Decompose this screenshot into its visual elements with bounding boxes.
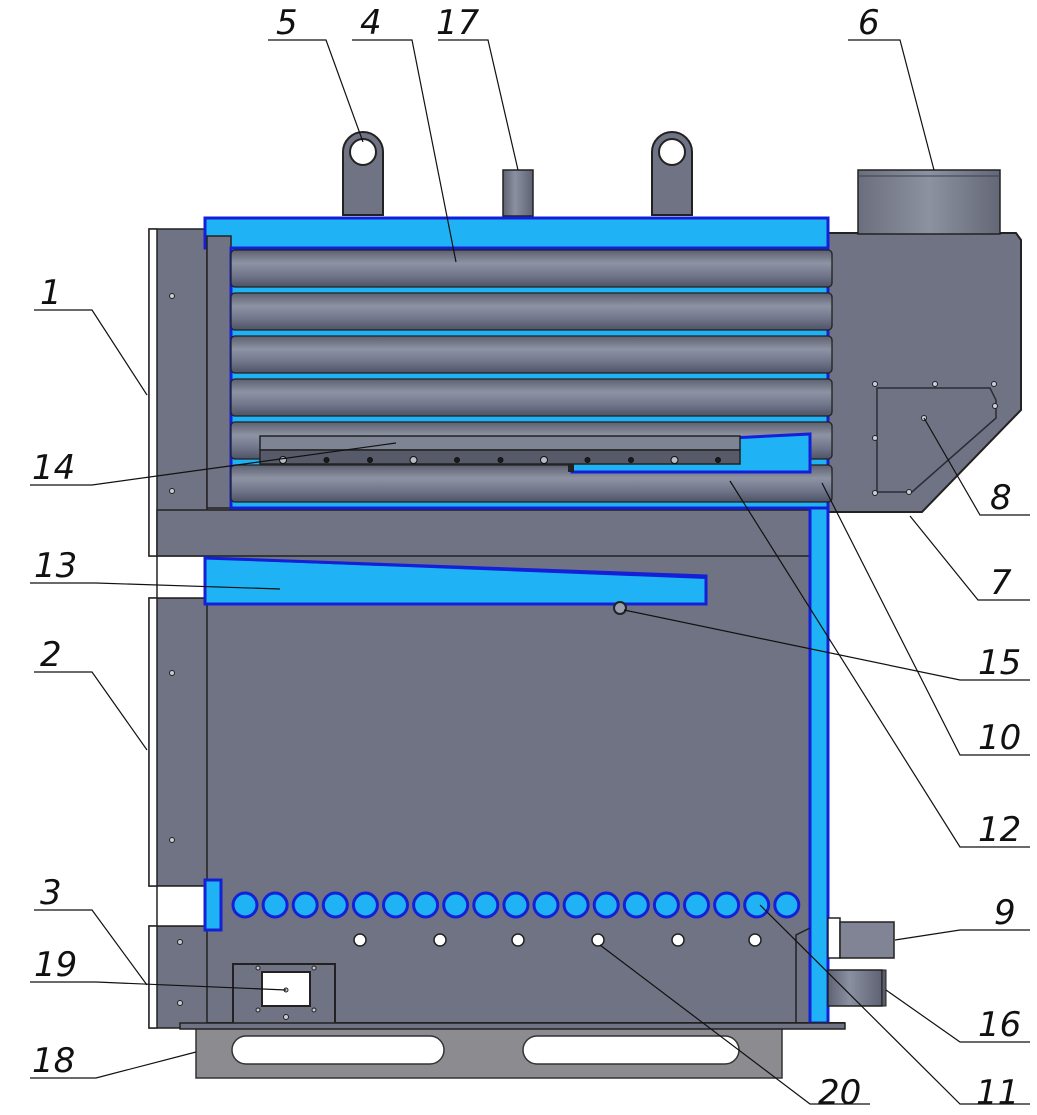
callout-2: 2	[40, 635, 62, 675]
water-tube	[502, 891, 530, 919]
grate-hole	[670, 456, 679, 464]
callout-18: 18	[32, 1041, 75, 1081]
water-tube	[442, 891, 470, 919]
water-tube	[412, 891, 440, 919]
lower-water-tube-row	[231, 891, 801, 919]
callout-13: 13	[34, 546, 77, 586]
grate-hole	[454, 457, 460, 463]
air-hole	[433, 933, 447, 947]
water-tube	[562, 891, 590, 919]
grate-hole	[367, 457, 373, 463]
fire-tube	[230, 335, 833, 374]
callout-9: 9	[994, 893, 1016, 933]
callout-5: 5	[276, 3, 298, 43]
grate-hole	[279, 456, 287, 464]
grate-bar	[259, 435, 741, 465]
water-tube	[382, 891, 409, 919]
grate-hole	[497, 457, 504, 463]
fire-tube-bank	[230, 249, 833, 503]
water-tube	[291, 891, 319, 919]
fire-tube	[230, 292, 833, 331]
water-tube	[652, 891, 680, 919]
callout-4: 4	[360, 3, 382, 43]
water-tube	[532, 891, 560, 919]
callout-11: 11	[976, 1073, 1019, 1113]
lower-water-pocket	[203, 878, 223, 932]
water-tube	[261, 891, 289, 919]
fire-tube	[230, 464, 833, 503]
callout-1: 1	[40, 273, 62, 313]
water-tube	[743, 891, 771, 919]
inspection-bolt	[613, 601, 627, 615]
water-tube	[321, 891, 349, 919]
grate-hole	[540, 456, 548, 464]
callout-labels: 1 2 3 4 5 6 7 8 9 10 11 12 13 14 15 16 1…	[32, 3, 1021, 1113]
callout-20: 20	[818, 1073, 861, 1113]
water-tube	[773, 891, 801, 919]
air-hole	[511, 933, 525, 947]
water-tube	[592, 891, 620, 919]
water-tube	[683, 891, 710, 919]
callout-6: 6	[858, 3, 880, 43]
boiler-body	[148, 216, 830, 1029]
base-stand	[195, 1027, 783, 1079]
callout-10: 10	[978, 718, 1021, 758]
callout-12: 12	[978, 810, 1021, 850]
air-hole	[671, 933, 685, 947]
callout-3: 3	[40, 873, 62, 913]
air-hole	[353, 933, 367, 947]
fire-tube	[230, 378, 833, 417]
callout-15: 15	[978, 643, 1021, 683]
top-pipe	[502, 169, 534, 217]
air-hole-row	[353, 933, 762, 947]
leader-lines	[30, 39, 1030, 1105]
lifting-lug-right	[651, 131, 693, 216]
grate-hole	[715, 457, 721, 463]
water-tube	[622, 891, 650, 919]
air-hole	[591, 933, 605, 947]
lifting-lug-left	[342, 131, 384, 216]
air-hole	[748, 933, 762, 947]
callout-19: 19	[34, 945, 77, 985]
callout-7: 7	[990, 563, 1012, 603]
callout-17: 17	[436, 3, 480, 43]
right-pipes	[179, 917, 895, 1030]
ash-door	[232, 963, 336, 1025]
water-tube	[351, 891, 379, 919]
grate-hole	[323, 457, 330, 463]
fire-tube	[230, 249, 833, 288]
water-tube	[231, 891, 259, 919]
water-tube	[472, 891, 500, 919]
callout-16: 16	[978, 1005, 1021, 1045]
callout-8: 8	[990, 478, 1012, 518]
grate-hole	[409, 456, 418, 464]
water-tube	[713, 891, 741, 919]
upper-water-baffle	[203, 556, 708, 606]
smoke-box	[827, 169, 1022, 513]
grate-hole	[628, 457, 634, 463]
grate-hole	[584, 457, 591, 463]
callout-14: 14	[32, 448, 75, 488]
